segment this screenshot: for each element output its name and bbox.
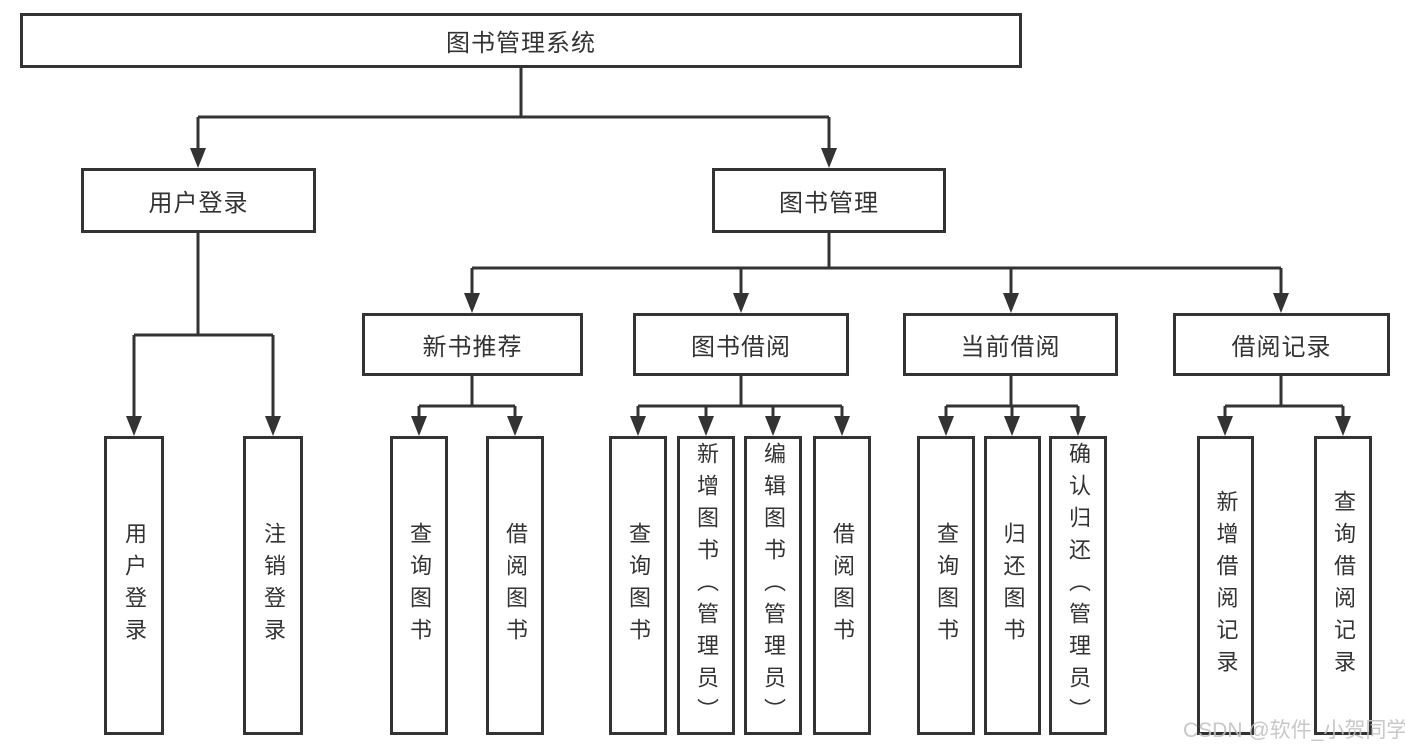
leaf-logout: 注销登录 xyxy=(243,436,303,735)
edge-bookborrow-to-leaves xyxy=(636,376,844,420)
node-borrow-record: 借阅记录 xyxy=(1173,313,1390,376)
leaf-cb-confirm-return: 确认归还（管理员） xyxy=(1049,436,1107,735)
leaf-br-query-record-label: 查询借阅记录 xyxy=(1331,489,1356,682)
leaf-bb-query-books-label: 查询图书 xyxy=(626,521,651,650)
leaf-bb-query-books: 查询图书 xyxy=(609,436,667,735)
leaf-cb-return-books: 归还图书 xyxy=(984,436,1041,735)
node-new-book-rec: 新书推荐 xyxy=(362,313,583,376)
arrowhead-leaf-nb-query xyxy=(411,416,427,436)
node-borrow-record-label: 借阅记录 xyxy=(1231,334,1332,361)
edge-currentborrow-to-leaves xyxy=(944,376,1080,420)
edge-bookmgmt-to-level3 xyxy=(470,233,1283,297)
arrowhead-leaf-nb-borrow xyxy=(507,416,523,436)
edge-root-to-level2 xyxy=(196,68,831,152)
leaf-br-query-record: 查询借阅记录 xyxy=(1314,436,1372,735)
arrowhead-current-borrow xyxy=(1003,293,1019,313)
leaf-bb-borrow-books-label: 借阅图书 xyxy=(830,521,855,650)
leaf-bb-edit-books: 编辑图书（管理员） xyxy=(744,436,802,735)
leaf-user-login-label: 用户登录 xyxy=(122,521,147,650)
leaf-bb-edit-books-label: 编辑图书（管理员） xyxy=(761,441,786,730)
leaf-cb-query-books-label: 查询图书 xyxy=(934,521,959,650)
leaf-nb-query-books-label: 查询图书 xyxy=(407,521,432,650)
leaf-cb-return-books-label: 归还图书 xyxy=(1000,521,1026,650)
arrowhead-leaf-bb-edit xyxy=(765,416,781,436)
node-current-borrow-label: 当前借阅 xyxy=(960,334,1061,361)
node-book-mgmt-label: 图书管理 xyxy=(779,190,879,217)
leaf-cb-confirm-return-label: 确认归还（管理员） xyxy=(1066,441,1091,730)
leaf-bb-borrow-books: 借阅图书 xyxy=(813,436,871,735)
arrowhead-leaf-bb-borrow xyxy=(834,416,850,436)
arrowhead-leaf-bb-add xyxy=(698,416,714,436)
leaf-nb-query-books: 查询图书 xyxy=(390,436,448,735)
leaf-logout-label: 注销登录 xyxy=(261,521,286,650)
arrowhead-leaf-cb-return xyxy=(1004,416,1020,436)
leaf-bb-add-books-label: 新增图书（管理员） xyxy=(694,441,719,730)
leaf-nb-borrow-books-label: 借阅图书 xyxy=(503,521,528,650)
leaf-nb-borrow-books: 借阅图书 xyxy=(486,436,544,735)
leaf-user-login: 用户登录 xyxy=(104,436,164,735)
watermark-text: CSDN @软件_小贺同学 xyxy=(1183,719,1405,742)
node-new-book-rec-label: 新书推荐 xyxy=(422,334,523,361)
arrowhead-leaf-br-query xyxy=(1335,416,1351,436)
node-user-login: 用户登录 xyxy=(81,168,316,233)
edge-newbookrec-to-leaves xyxy=(417,376,517,420)
node-root-label: 图书管理系统 xyxy=(446,30,596,57)
arrowhead-leaf-cb-query xyxy=(938,416,954,436)
arrowhead-leaf-bb-query xyxy=(630,416,646,436)
arrowhead-user-login xyxy=(190,148,206,168)
node-current-borrow: 当前借阅 xyxy=(903,313,1118,376)
arrowhead-leaf-cb-confirm xyxy=(1070,416,1086,436)
node-book-borrow-label: 图书借阅 xyxy=(691,334,791,361)
arrowhead-leaf-user-login xyxy=(126,416,142,436)
edge-borrowrecord-to-leaves xyxy=(1223,376,1345,420)
arrowhead-book-borrow xyxy=(733,293,749,313)
node-user-login-label: 用户登录 xyxy=(148,190,249,217)
node-root: 图书管理系统 xyxy=(20,13,1022,68)
leaf-cb-query-books: 查询图书 xyxy=(917,436,975,735)
arrowhead-book-mgmt xyxy=(821,148,837,168)
node-book-borrow: 图书借阅 xyxy=(633,313,849,376)
node-book-mgmt: 图书管理 xyxy=(712,168,946,233)
arrowhead-leaf-br-add xyxy=(1217,416,1233,436)
edge-userlogin-to-leaves xyxy=(132,233,275,420)
leaf-br-add-record: 新增借阅记录 xyxy=(1197,436,1254,735)
arrowhead-borrow-record xyxy=(1273,293,1289,313)
arrowhead-leaf-logout xyxy=(265,416,281,436)
leaf-bb-add-books: 新增图书（管理员） xyxy=(677,436,735,735)
leaf-br-add-record-label: 新增借阅记录 xyxy=(1213,489,1239,682)
arrowhead-new-book-rec xyxy=(464,293,480,313)
